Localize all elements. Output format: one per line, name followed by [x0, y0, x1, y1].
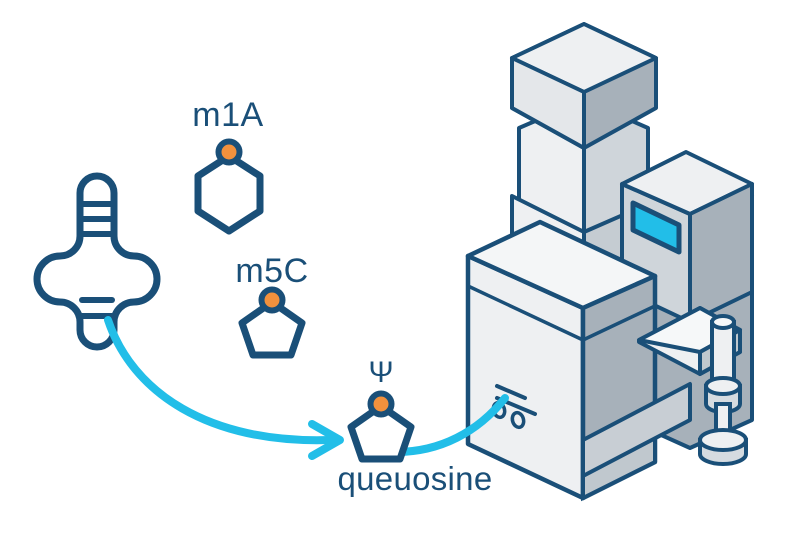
- flow-arrow-head: [308, 420, 344, 460]
- body-lid-seam-right: [582, 304, 656, 342]
- m5C-methyl-dot: [258, 286, 286, 314]
- instrument-pole-assembly[interactable]: [698, 314, 748, 466]
- pole-foot-top: [698, 428, 748, 452]
- instrument-head-cube: [510, 22, 658, 150]
- m1A-label: m1A: [192, 96, 263, 134]
- head-cube-left-face: [510, 56, 586, 150]
- control-panel-side-face: [688, 182, 754, 324]
- pole-collar-top: [704, 376, 742, 396]
- indicator-light-2[interactable]: [510, 410, 526, 430]
- trna-outline: [33, 172, 161, 351]
- pole-upper-cap: [710, 314, 736, 330]
- analyzer-instrument[interactable]: [465, 22, 754, 502]
- instrument-base-shelf: [581, 382, 692, 478]
- flow-arrow-curve: [104, 316, 334, 445]
- display-screen[interactable]: [630, 200, 682, 255]
- base-shelf-top: [581, 382, 692, 478]
- body-vent-line-1: [495, 384, 527, 400]
- modification-m1A[interactable]: m1A: [192, 96, 264, 235]
- instrument-main-body: [465, 219, 658, 502]
- psi-symbol: Ψ: [368, 356, 393, 389]
- trna-cloverleaf[interactable]: [33, 172, 161, 351]
- flow-arrow-tail-to-instrument: [392, 394, 509, 456]
- modification-m5C[interactable]: m5C: [235, 252, 308, 359]
- m1A-hexagon: [194, 152, 264, 235]
- modification-queuosine[interactable]: Ψ queuosine: [337, 356, 492, 497]
- flow-arrow: [104, 316, 509, 460]
- queuosine-label: queuosine: [337, 460, 492, 497]
- m5C-label: m5C: [235, 252, 308, 290]
- queuosine-pentagon: [347, 402, 415, 463]
- m1A-methyl-dot: [215, 138, 243, 166]
- body-lid-seam: [467, 284, 584, 342]
- queuosine-dot: [367, 390, 395, 418]
- m5C-pentagon: [238, 298, 306, 359]
